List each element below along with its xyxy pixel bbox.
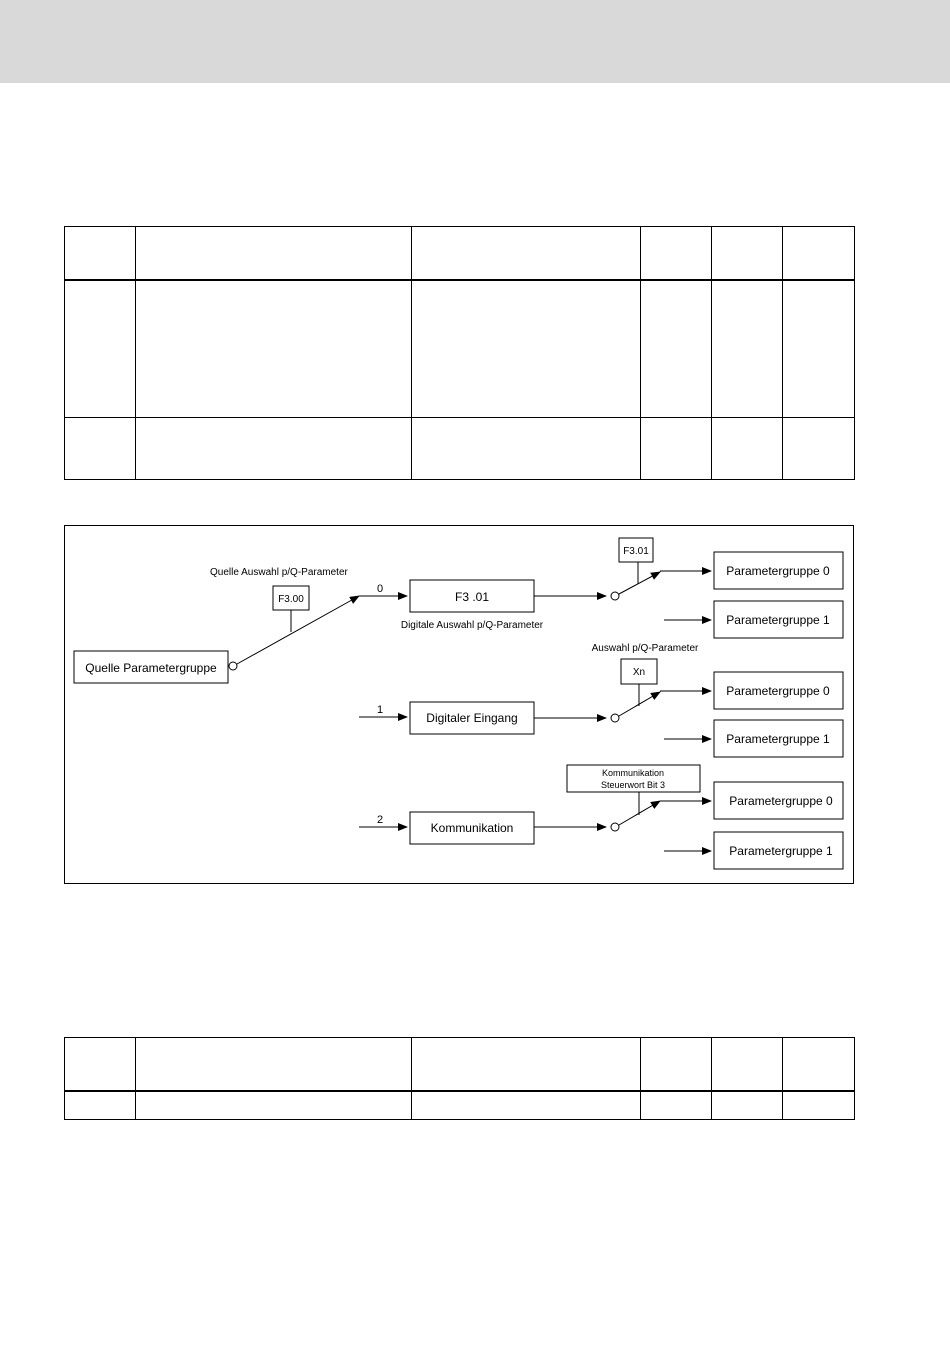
branch-1-index: 1: [377, 704, 383, 716]
control-word-param-line-2: Steuerwort Bit 3: [601, 780, 665, 790]
table-header-cell: [711, 1037, 783, 1092]
branch-1-switch-pivot: [610, 713, 620, 723]
table-cell: [782, 417, 855, 480]
branch-1-output-1-block: [713, 719, 844, 758]
page-header-band: [0, 0, 950, 83]
table-cell: [64, 279, 136, 418]
branch-2-output-0-block: [713, 781, 844, 820]
parameter-table-bottom: [64, 1037, 855, 1120]
table-cell: [64, 1090, 136, 1120]
control-word-param-box: [566, 764, 701, 793]
table-cell: [711, 1090, 783, 1120]
branch-0-switch-pivot: [610, 591, 620, 601]
parameter-group-selection-diagram: Quelle Parametergruppe Quelle Auswahl p/…: [64, 525, 854, 885]
table-row: [64, 1090, 855, 1120]
table-cell: [782, 279, 855, 418]
table-cell: [135, 279, 412, 418]
source-select-caption: Quelle Auswahl p/Q-Parameter: [210, 567, 349, 578]
table-header-cell: [135, 226, 412, 281]
table-header-cell: [782, 226, 855, 281]
table-header-cell: [640, 1037, 712, 1092]
table-cell: [411, 279, 641, 418]
table-row: [64, 279, 855, 418]
f300-param-label: F3.00: [278, 594, 304, 605]
table-cell: [711, 417, 783, 480]
table-header-cell: [64, 1037, 136, 1092]
table-cell: [64, 417, 136, 480]
table-header-cell: [640, 226, 712, 281]
parameter-table-top: [64, 226, 855, 480]
branch-2-output-1-label: Parametergruppe 1: [729, 844, 833, 858]
digital-input-label: Digitaler Eingang: [426, 711, 517, 725]
diagram-frame: [64, 525, 854, 884]
source-parametergruppe-block: [73, 650, 229, 684]
branch-0-output-0-block: [713, 551, 844, 590]
table-header-cell: [782, 1037, 855, 1092]
table-header-cell: [711, 226, 783, 281]
table-header-cell: [64, 226, 136, 281]
branch-1-output-0-block: [713, 671, 844, 710]
table-cell: [640, 417, 712, 480]
diagram-canvas: Quelle Parametergruppe Quelle Auswahl p/…: [64, 525, 854, 884]
branch-2-output-0-label: Parametergruppe 0: [729, 794, 833, 808]
branch-2-output-1-block: [713, 831, 844, 870]
table-header-cell: [135, 1037, 412, 1092]
communication-block-label: Kommunikation: [431, 821, 514, 835]
f301-block-caption: Digitale Auswahl p/Q-Parameter: [401, 620, 544, 631]
table-cell: [640, 279, 712, 418]
branch-0-index: 0: [377, 583, 383, 595]
source-selector-pivot: [228, 661, 238, 671]
branch-2-switch-pivot: [610, 822, 620, 832]
table-cell: [135, 417, 412, 480]
branch-2-index: 2: [377, 814, 383, 826]
table-header-cell: [411, 226, 641, 281]
f301-switch-param-label: F3.01: [623, 546, 649, 557]
table-cell: [711, 279, 783, 418]
branch-1-output-1-label: Parametergruppe 1: [726, 732, 830, 746]
f301-switch-param-box: [618, 537, 654, 563]
table-cell: [135, 1090, 412, 1120]
table-header-row: [64, 1037, 855, 1092]
table-cell: [782, 1090, 855, 1120]
table-row: [64, 417, 855, 480]
branch-0-output-1-label: Parametergruppe 1: [726, 613, 830, 627]
communication-block: [409, 811, 535, 845]
branch-1-output-0-label: Parametergruppe 0: [726, 684, 830, 698]
table-header-cell: [411, 1037, 641, 1092]
table-cell: [411, 1090, 641, 1120]
f301-block-label: F3 .01: [455, 590, 489, 604]
table-cell: [411, 417, 641, 480]
table-header-row: [64, 226, 855, 281]
source-block-label: Quelle Parametergruppe: [85, 661, 217, 675]
branch-0-switch-arm: [618, 571, 661, 595]
branch-0-output-1-block: [713, 600, 844, 639]
table-cell: [640, 1090, 712, 1120]
source-selector-arm: [236, 595, 360, 665]
branch-0-output-0-label: Parametergruppe 0: [726, 564, 830, 578]
f300-param-box: [272, 585, 310, 611]
xn-param-label: Xn: [633, 667, 645, 678]
branch-1-switch-caption: Auswahl p/Q-Parameter: [592, 643, 699, 654]
control-word-param-line-1: Kommunikation: [602, 768, 664, 778]
